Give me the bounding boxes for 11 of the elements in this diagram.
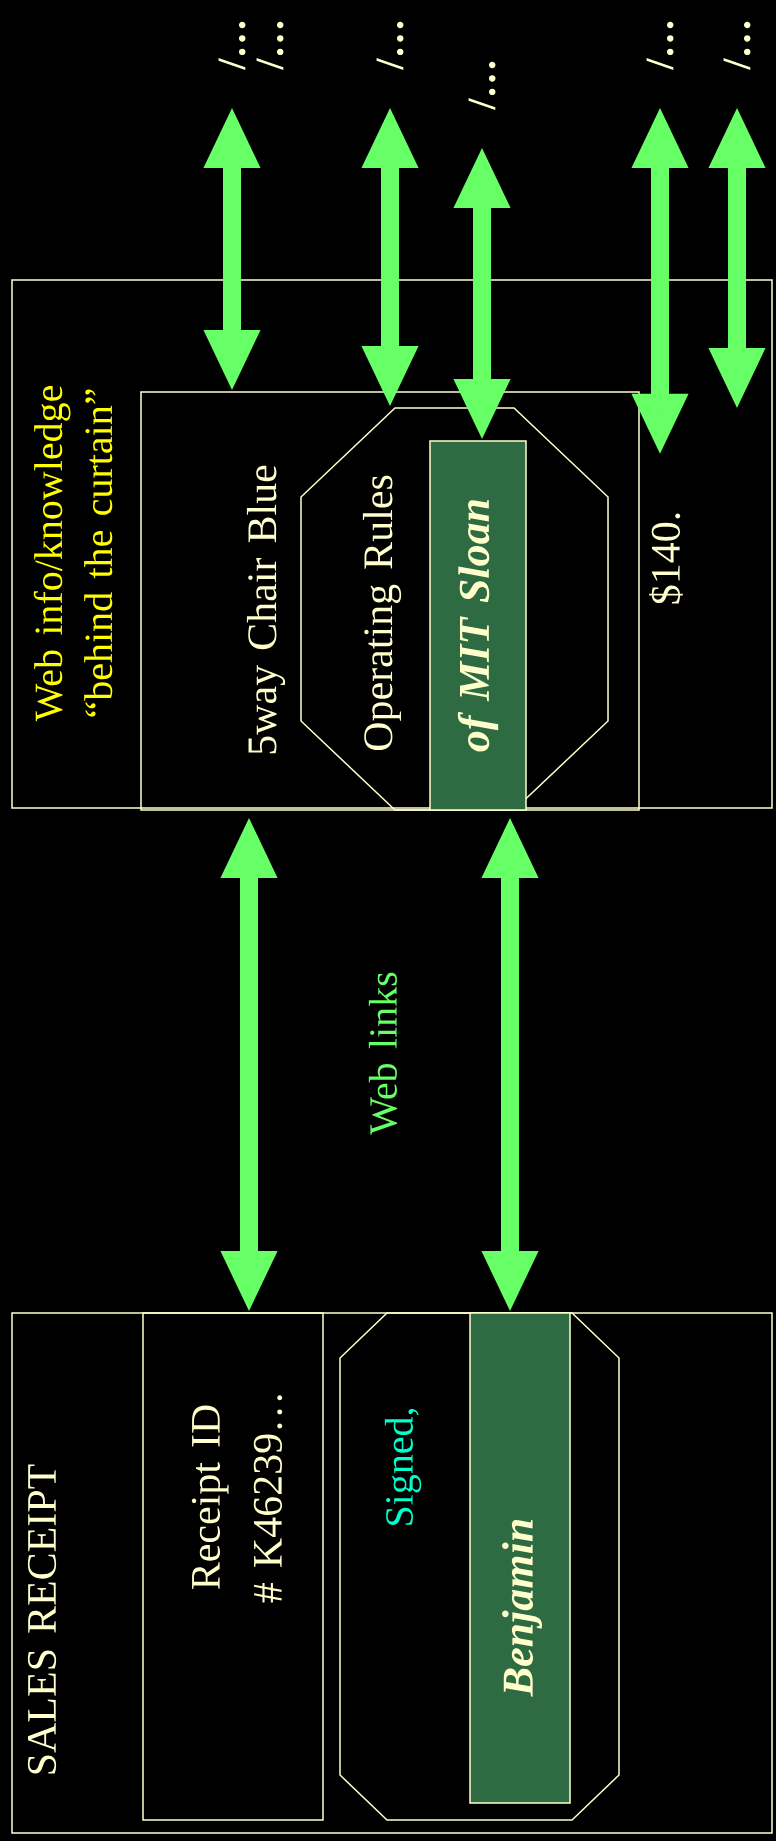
link-text: /… (256, 21, 284, 70)
marble-box: of MIT Sloan (429, 440, 527, 811)
link-text: /… (218, 21, 246, 70)
caption-text: Web links (368, 972, 398, 1135)
link-text: /… (376, 21, 404, 70)
text-box: Receipt ID # K46239… (142, 1312, 324, 1821)
amount-text: $140. (649, 513, 683, 604)
link-text: /… (646, 21, 674, 70)
link-text: /… (723, 21, 751, 70)
link-text: /… (468, 61, 496, 110)
marble-box: Benjamin (469, 1312, 571, 1804)
